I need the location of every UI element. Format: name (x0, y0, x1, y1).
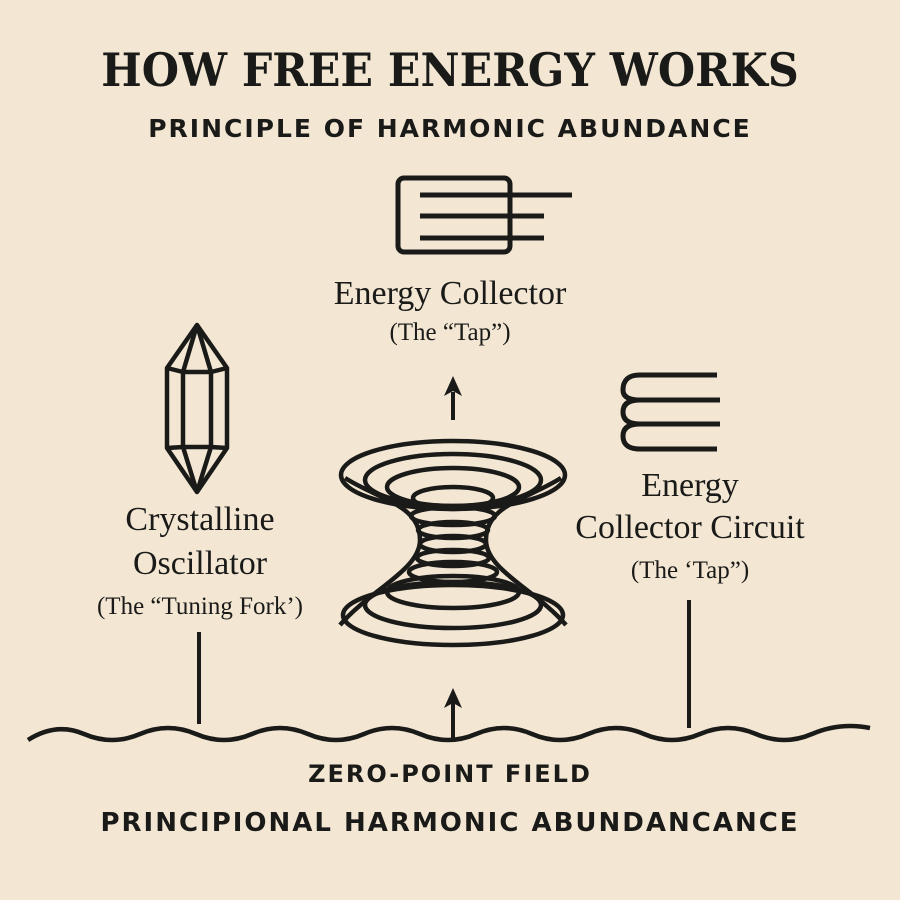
arrow-up-field-icon (444, 688, 462, 738)
collector-label: Energy Collector (333, 275, 567, 312)
zero-point-wave (26, 723, 871, 743)
collector-box-icon (395, 175, 572, 255)
crystal-icon (164, 322, 230, 495)
arrow-up-icon (444, 376, 462, 420)
crystal-label-line1: Crystalline (125, 501, 275, 538)
field-label: ZERO-POINT FIELD (308, 760, 592, 788)
footer-tagline: PRINCIPIONAL HARMONIC ABUNDANCANCE (100, 808, 800, 838)
crystal-sublabel: (The “Tuning Fork’) (96, 593, 303, 620)
vortex-icon (338, 438, 568, 648)
page-subtitle: PRINCIPLE OF HARMONIC ABUNDANCE (148, 114, 752, 143)
crystal-label-line2: Oscillator (132, 545, 268, 582)
coil-circuit-icon (620, 372, 720, 452)
page-title: HOW FREE ENERGY WORKS (101, 43, 799, 97)
circuit-label-line2: Collector Circuit (575, 509, 805, 546)
circuit-sublabel: (The ‘Tap”) (630, 557, 750, 584)
circuit-label-line1: Energy (641, 467, 739, 504)
collector-sublabel: (The “Tap”) (389, 319, 511, 346)
